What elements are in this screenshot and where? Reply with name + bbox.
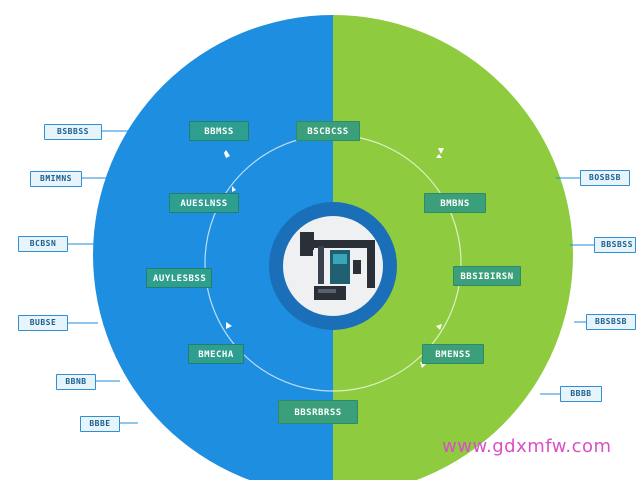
inner-box-right-1: BSCBCSS (296, 121, 360, 141)
marker-lower-right (436, 324, 442, 330)
outer-label-right-4: BBBB (560, 386, 602, 402)
inner-box-left-1: BBMSS (189, 121, 249, 141)
inner-box-left-3: AUYLESBSS (146, 268, 212, 288)
marker-mid-left (232, 186, 236, 192)
outer-label-left-4: BUBSE (18, 315, 68, 331)
watermark-text: www.gdxmfw.com (442, 436, 612, 457)
inner-box-left-4: BMECHA (188, 344, 244, 364)
disc-right-half (333, 15, 573, 480)
machine-tool-icon (300, 232, 375, 300)
inner-box-left-2: AUESLNSS (169, 193, 239, 213)
outer-label-right-2: BBSBSS (594, 237, 636, 253)
outer-label-left-2: BMIMNS (30, 171, 82, 187)
inner-box-right-2: BMBNS (424, 193, 486, 213)
inner-box-bottom: BBSRBRSS (278, 400, 358, 424)
inner-box-right-4: BMENSS (422, 344, 484, 364)
outer-label-left-6: BBBE (80, 416, 120, 432)
marker-top-left (224, 150, 230, 158)
marker-lower-left (226, 322, 232, 329)
outer-label-right-3: BBSBSB (586, 314, 636, 330)
outer-label-left-3: BCBSN (18, 236, 68, 252)
outer-label-left-5: BBNB (56, 374, 96, 390)
disc-left-half (93, 15, 333, 480)
outer-label-left-1: BSBBSS (44, 124, 102, 140)
marker-top-right (436, 148, 444, 158)
inner-box-right-3: BBSIBIRSN (453, 266, 521, 286)
outer-connectors (68, 130, 594, 424)
outer-label-right-1: BOSBSB (580, 170, 630, 186)
